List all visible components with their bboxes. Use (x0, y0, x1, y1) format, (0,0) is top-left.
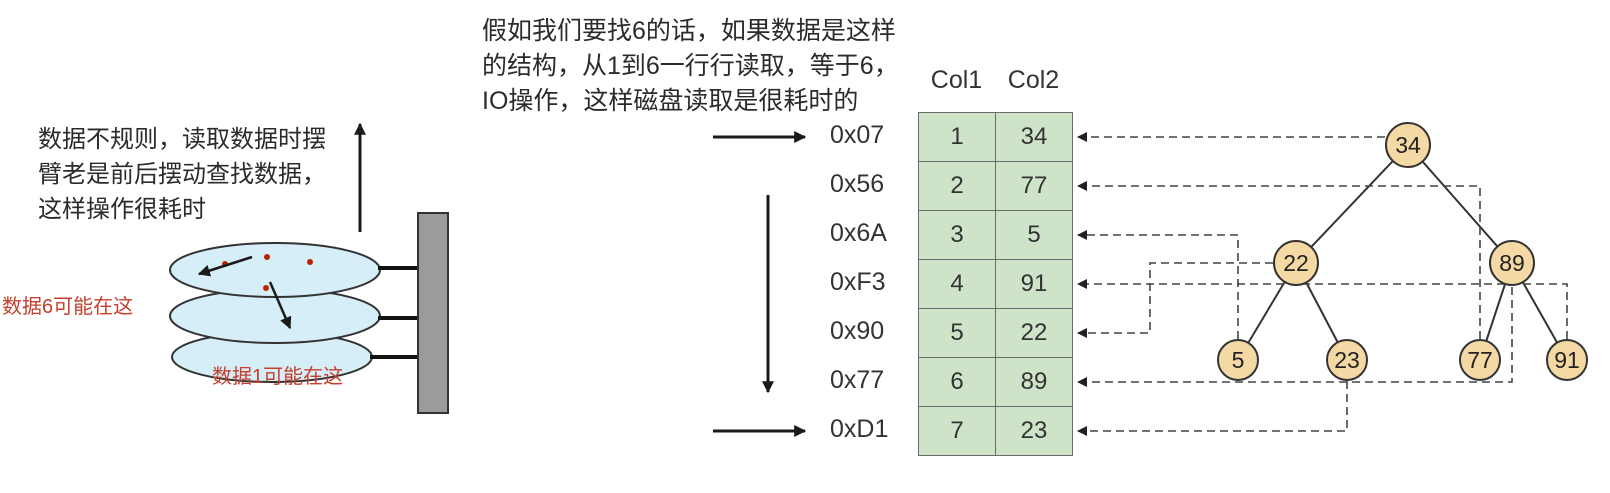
pointer-dash-77-row2 (1077, 181, 1481, 339)
table-row: 5 22 (918, 308, 1073, 358)
table-cell: 5 (995, 210, 1073, 260)
tree-node-5: 5 (1217, 339, 1259, 381)
data-dot (307, 259, 313, 265)
table-cell: 34 (995, 112, 1073, 162)
table-row: 7 23 (918, 406, 1073, 456)
col1-header: Col1 (930, 66, 983, 94)
table-cell: 3 (918, 210, 996, 260)
data-table: 1 34 2 77 3 5 4 91 5 22 6 89 (918, 112, 1073, 456)
pointer-dash-22-row5 (1077, 262, 1273, 338)
table-cell: 23 (995, 406, 1073, 456)
table-row: 1 34 (918, 112, 1073, 162)
tree-node-22: 22 (1273, 240, 1319, 286)
table-cell: 7 (918, 406, 996, 456)
table-cell: 1 (918, 112, 996, 162)
address-row-4: 0xF3 (830, 268, 886, 296)
address-row-3: 0x6A (830, 219, 887, 247)
disk-note: 数据不规则，读取数据时摆 臂老是前后摆动查找数据， 这样操作很耗时 (38, 126, 326, 223)
tree-node-89: 89 (1489, 240, 1535, 286)
data-dot (264, 254, 270, 260)
pointer-dash-89-row6 (1077, 287, 1513, 387)
table-row: 6 89 (918, 357, 1073, 407)
pointer-dash-23-row7 (1077, 381, 1348, 436)
table-cell: 2 (918, 161, 996, 211)
table-cell: 89 (995, 357, 1073, 407)
data1-location-label: 数据1可能在这 (212, 366, 344, 388)
table-cell: 6 (918, 357, 996, 407)
table-row: 4 91 (918, 259, 1073, 309)
address-row-1: 0x07 (830, 121, 885, 149)
table-cell: 22 (995, 308, 1073, 358)
sequential-read-note: 假如我们要找6的话，如果数据是这样 的结构，从1到6一行行读取，等于6， IO操… (482, 17, 899, 115)
tree-node-77: 77 (1459, 339, 1501, 381)
seek-arrow-icon (197, 255, 253, 277)
tree-edge (1407, 144, 1513, 264)
table-cell: 4 (918, 259, 996, 309)
address-row-2: 0x56 (830, 170, 885, 198)
table-row: 3 5 (918, 210, 1073, 260)
table-cell: 5 (918, 308, 996, 358)
table-cell: 77 (995, 161, 1073, 211)
address-row-7: 0xD1 (830, 415, 889, 443)
disk-platter-top (169, 242, 381, 298)
tree-node-91: 91 (1546, 339, 1588, 381)
pointer-dash-91-row4 (1077, 279, 1568, 339)
address-row-6: 0x77 (830, 366, 885, 394)
seek-arrow-icon (268, 281, 292, 330)
address-row-5: 0x90 (830, 317, 885, 345)
actuator-bar (417, 212, 449, 414)
data6-location-label: 数据6可能在这 (2, 296, 134, 318)
tree-node-34: 34 (1385, 122, 1431, 168)
table-column-headers: Col1 Col2 (918, 66, 1072, 95)
tree-node-23: 23 (1326, 339, 1368, 381)
table-cell: 91 (995, 259, 1073, 309)
pointer-dash-5-row3 (1077, 230, 1239, 339)
tree-edge (1295, 144, 1409, 264)
data-dot (263, 285, 269, 291)
table-row: 2 77 (918, 161, 1073, 211)
col2-header: Col2 (1007, 66, 1060, 94)
